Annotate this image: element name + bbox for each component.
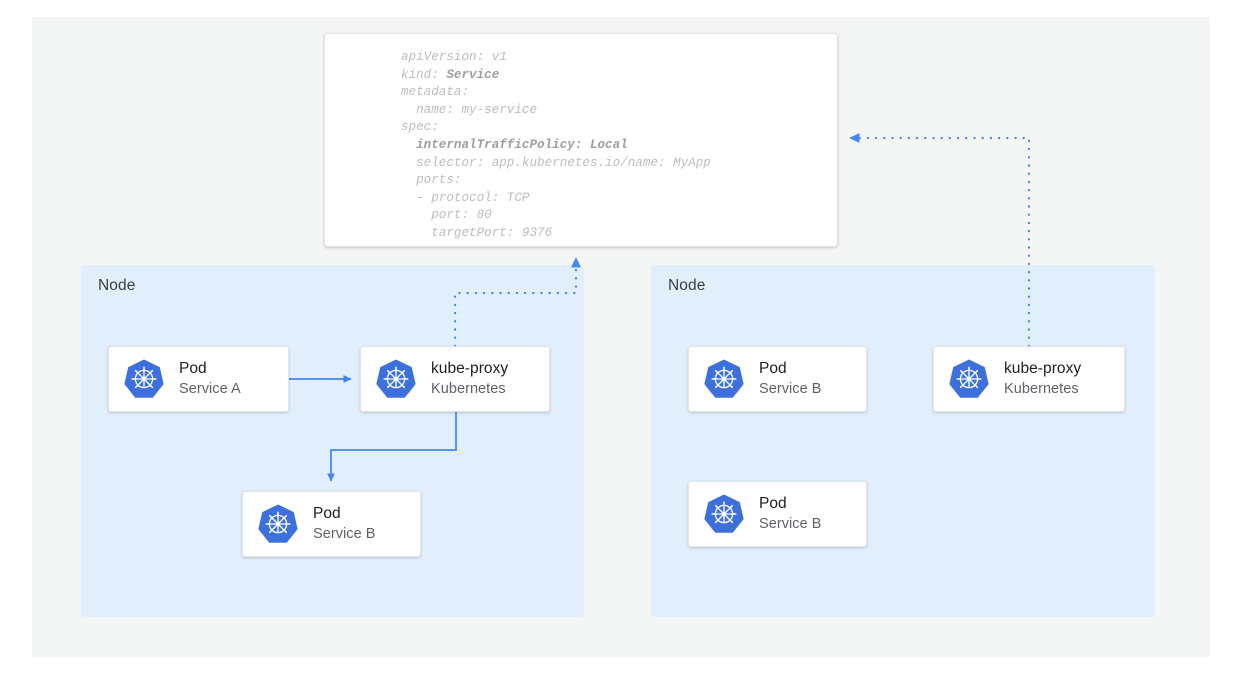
yaml-line: targetPort: 9376 (401, 225, 553, 240)
yaml-line: ports: (401, 173, 462, 188)
card-subtitle: Kubernetes (1004, 380, 1079, 397)
card-text: Pod Service B (759, 359, 866, 399)
yaml-line: port: 80 (401, 208, 492, 223)
node-label-left: Node (98, 277, 136, 294)
kubernetes-icon (376, 359, 416, 398)
card-text: Pod Service B (313, 504, 420, 544)
card-kube-proxy-left[interactable]: kube-proxy Kubernetes (360, 346, 550, 412)
node-panel-left: Node (81, 265, 584, 617)
yaml-line-emphasis: Service (446, 67, 500, 82)
yaml-line: apiVersion: v1 (401, 50, 507, 64)
yaml-line: spec: (401, 120, 439, 135)
kubernetes-icon (704, 494, 744, 533)
card-subtitle: Service A (179, 380, 241, 397)
card-title: kube-proxy (1004, 360, 1082, 378)
card-text: Pod Service A (179, 359, 288, 399)
service-manifest-body: apiVersion: v1 kind: Service metadata: nam… (401, 49, 711, 243)
yaml-line: - protocol: TCP (401, 190, 530, 205)
service-manifest-card: apiVersion: v1 kind: Service metadata: nam… (324, 33, 838, 247)
kubernetes-icon (258, 504, 298, 543)
yaml-line: internalTrafficPolicy: Local (401, 137, 711, 155)
node-label-right: Node (668, 277, 706, 294)
card-pod-service-b-left[interactable]: Pod Service B (242, 491, 421, 557)
card-subtitle: Service B (759, 380, 822, 397)
card-pod-service-b-right-bottom[interactable]: Pod Service B (688, 481, 867, 547)
card-pod-service-a[interactable]: Pod Service A (108, 346, 289, 412)
card-text: kube-proxy Kubernetes (1004, 359, 1124, 399)
card-title: Pod (759, 495, 787, 513)
card-title: Pod (179, 360, 207, 378)
card-pod-service-b-right-top[interactable]: Pod Service B (688, 346, 867, 412)
card-subtitle: Service B (313, 525, 376, 542)
node-panel-right: Node (651, 265, 1155, 617)
card-title: Pod (313, 505, 341, 523)
card-title: kube-proxy (431, 360, 509, 378)
card-subtitle: Service B (759, 515, 822, 532)
kubernetes-icon (124, 359, 164, 398)
card-kube-proxy-right[interactable]: kube-proxy Kubernetes (933, 346, 1125, 412)
card-subtitle: Kubernetes (431, 380, 506, 397)
kubernetes-icon (949, 359, 989, 398)
card-text: kube-proxy Kubernetes (431, 359, 549, 399)
yaml-line: name: my-service (401, 102, 538, 117)
yaml-line: kind: Service (401, 67, 500, 82)
card-text: Pod Service B (759, 494, 866, 534)
card-title: Pod (759, 360, 787, 378)
yaml-line: metadata: (401, 85, 470, 100)
yaml-line: selector: app.kubernetes.io/name: MyApp (401, 155, 711, 170)
kubernetes-icon (704, 359, 744, 398)
yaml-line-emphasis: internalTrafficPolicy: Local (416, 137, 628, 152)
